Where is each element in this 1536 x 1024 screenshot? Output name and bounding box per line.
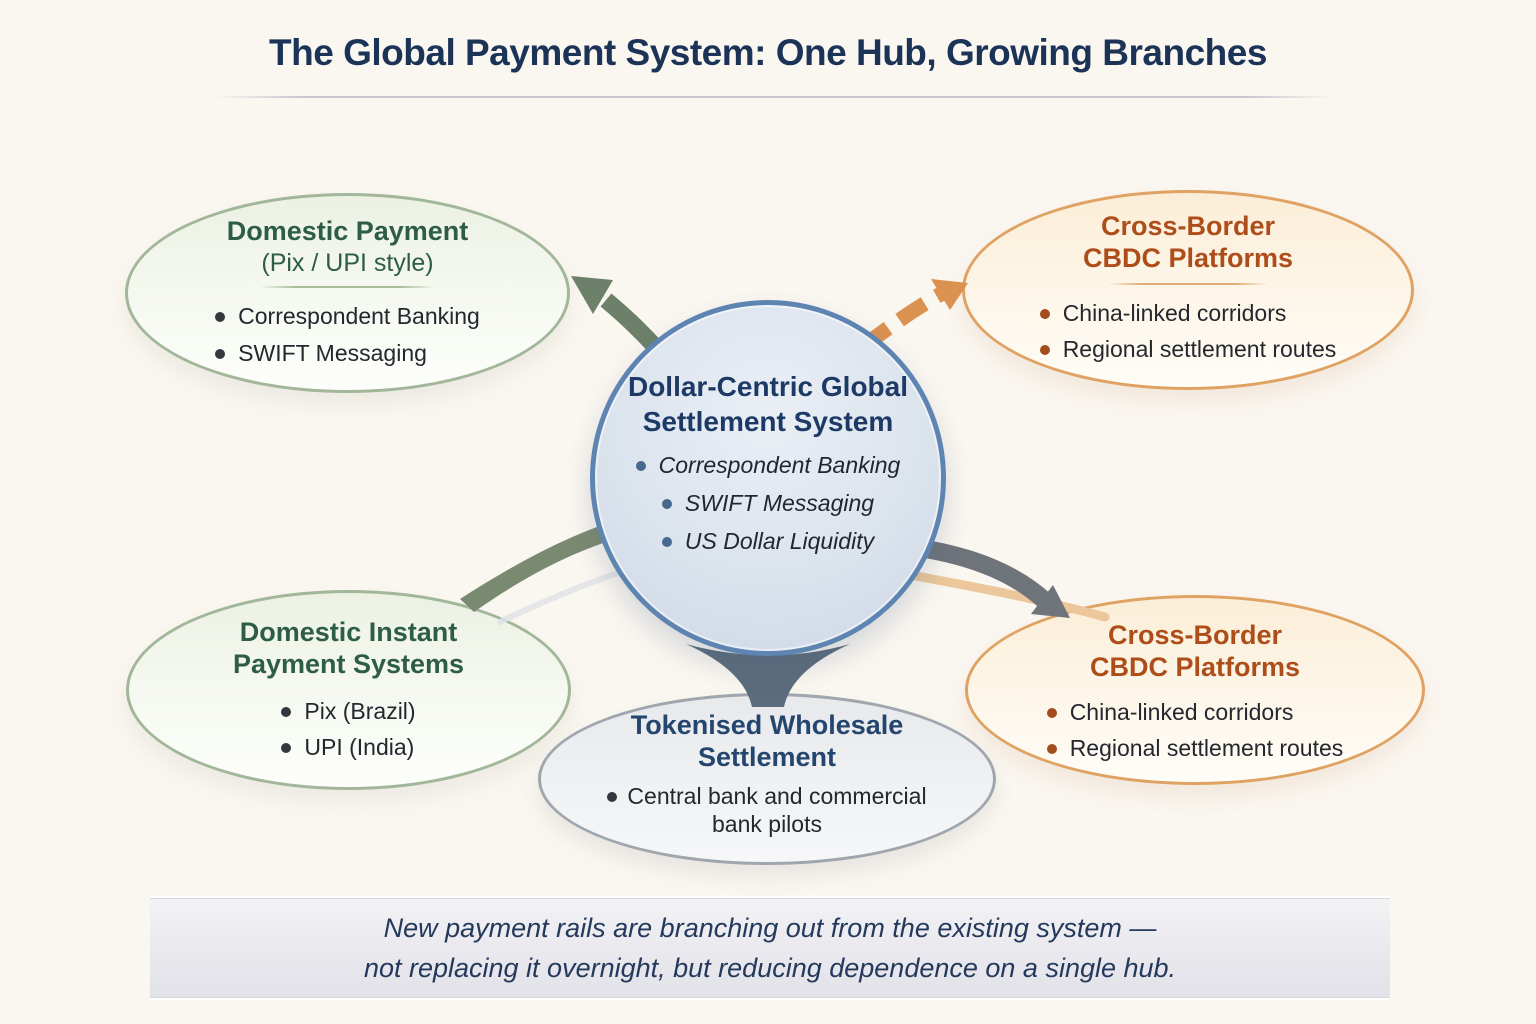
list-item: Correspondent Banking — [215, 302, 480, 331]
bullet-icon — [215, 348, 226, 359]
bullet-icon — [281, 743, 292, 754]
node-title: Tokenised Wholesale Settlement — [630, 710, 904, 772]
heading-divider — [260, 285, 435, 288]
list-item: China-linked corridors — [1046, 698, 1294, 727]
arrow-hub-to-cbdc-bottom — [918, 539, 1051, 607]
node-domestic-payment: Domestic Payment (Pix / UPI style) Corre… — [125, 193, 570, 393]
node-title: Cross-Border CBDC Platforms — [1082, 211, 1294, 273]
node-cbdc-platforms-top: Cross-Border CBDC Platforms China-linked… — [962, 190, 1414, 390]
arrowhead-hub-to-domestic-payment — [571, 276, 613, 314]
bullet-icon — [661, 498, 672, 509]
bullet-text: US Dollar Liquidity — [684, 527, 875, 554]
node-domestic-instant-payments: Domestic Instant Payment Systems Pix (Br… — [126, 590, 571, 790]
bullet-icon — [1039, 308, 1050, 319]
page-title: The Global Payment System: One Hub, Grow… — [269, 32, 1267, 73]
bullet-text: Regional settlement routes — [1062, 336, 1337, 363]
bullet-icon — [281, 706, 292, 717]
bullet-icon — [635, 461, 646, 471]
title-divider — [215, 96, 1335, 98]
bullet-text: UPI (India) — [304, 734, 415, 761]
bullet-icon — [1046, 707, 1057, 718]
hub-title: Dollar-Centric Global Settlement System — [627, 371, 909, 437]
bullet-list: Central bank and commercial bank pilots — [595, 782, 940, 840]
list-item: Regional settlement routes — [1046, 734, 1344, 763]
heading-divider — [1108, 282, 1268, 285]
bullet-list: Correspondent Banking SWIFT Messaging — [215, 302, 480, 368]
bullet-text: China-linked corridors — [1069, 698, 1294, 725]
node-tokenised-wholesale: Tokenised Wholesale Settlement Central b… — [538, 693, 996, 865]
bullet-icon — [215, 311, 226, 322]
list-item: SWIFT Messaging — [215, 339, 427, 368]
bullet-icon — [607, 791, 618, 802]
bullet-icon — [1039, 345, 1050, 356]
footer-note: New payment rails are branching out from… — [150, 898, 1390, 998]
bullet-icon — [1046, 744, 1057, 755]
node-title: Cross-Border CBDC Platforms — [1089, 620, 1301, 682]
bullet-text: Central bank and commercial bank pilots — [627, 782, 927, 838]
bullet-text: SWIFT Messaging — [238, 339, 427, 366]
list-item: UPI (India) — [281, 733, 414, 762]
node-title: Domestic Payment — [226, 216, 469, 246]
list-item: SWIFT Messaging — [661, 489, 875, 518]
node-cbdc-platforms-bottom: Cross-Border CBDC Platforms China-linked… — [965, 595, 1425, 785]
list-item: US Dollar Liquidity — [661, 527, 875, 556]
bullet-text: Correspondent Banking — [658, 452, 901, 478]
list-item: China-linked corridors — [1039, 299, 1287, 328]
bullet-text: Pix (Brazil) — [304, 697, 416, 724]
bullet-list: China-linked corridors Regional settleme… — [1046, 698, 1344, 764]
footer-line-2: not replacing it overnight, but reducing… — [363, 953, 1177, 983]
bullet-text: Correspondent Banking — [238, 302, 480, 329]
bullet-text: SWIFT Messaging — [684, 489, 875, 516]
list-item: Regional settlement routes — [1039, 335, 1337, 364]
list-item: Correspondent Banking — [635, 451, 901, 480]
list-item: Central bank and commercial bank pilots — [595, 782, 940, 840]
node-subtitle: (Pix / UPI style) — [261, 248, 434, 277]
bullet-text: Regional settlement routes — [1069, 735, 1344, 762]
bullet-list: Correspondent Banking SWIFT Messaging US… — [635, 451, 901, 556]
node-title: Domestic Instant Payment Systems — [232, 617, 465, 679]
bullet-list: Pix (Brazil) UPI (India) — [281, 697, 416, 763]
bullet-text: China-linked corridors — [1062, 299, 1287, 326]
bullet-icon — [661, 536, 672, 547]
list-item: Pix (Brazil) — [281, 697, 416, 726]
node-dollar-centric-hub: Dollar-Centric Global Settlement System … — [590, 300, 946, 656]
bullet-list: China-linked corridors Regional settleme… — [1039, 299, 1337, 365]
footer-line-1: New payment rails are branching out from… — [383, 912, 1157, 943]
